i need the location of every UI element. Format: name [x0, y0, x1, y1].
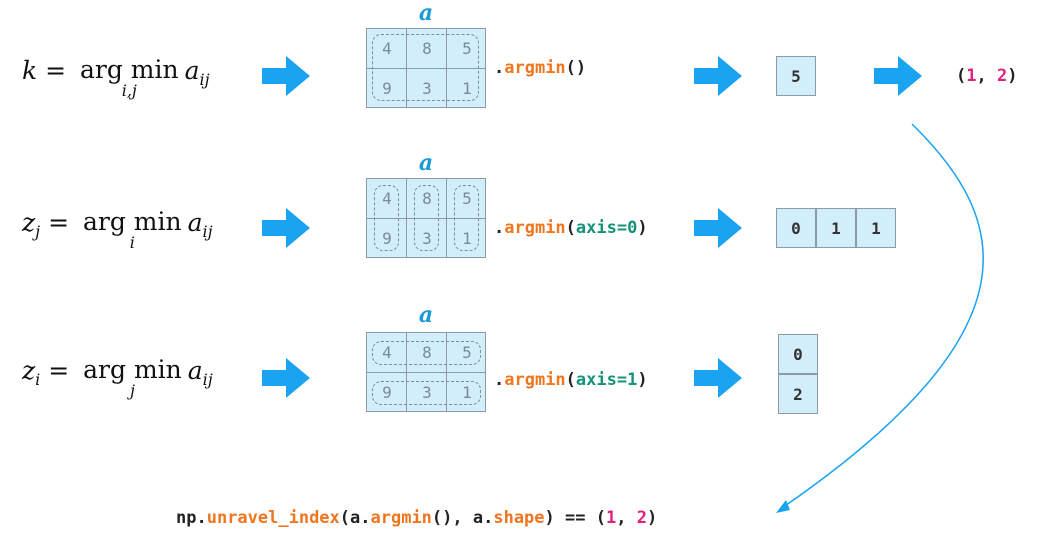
method-call-argmin-axis1: .argmin(axis=1)	[494, 370, 648, 390]
arrow-right-icon	[262, 208, 310, 248]
matrix-cell: 1	[462, 79, 472, 98]
matrix-label: a	[418, 0, 434, 26]
matrix-label: a	[418, 302, 434, 328]
argmin-word: arg min	[80, 55, 179, 84]
matrix-cell: 8	[422, 39, 432, 58]
group-column-outline	[374, 185, 399, 251]
matrix-label: a	[418, 150, 434, 176]
matrix-cell: 5	[462, 39, 472, 58]
group-row-outline	[372, 341, 481, 365]
matrix-cell: 8	[422, 189, 432, 208]
arrow-right-icon	[262, 358, 310, 398]
matrix-cell: 1	[462, 229, 472, 248]
matrix-cell: 3	[422, 79, 432, 98]
arrow-right-icon	[262, 56, 310, 96]
matrix-a: 4 8 5 9 3 1	[366, 332, 486, 412]
result-value: 0	[778, 334, 818, 374]
matrix-cell: 4	[382, 189, 392, 208]
result-value: 0	[776, 208, 816, 248]
matrix-a: 4 8 5 9 3 1	[366, 28, 486, 108]
result-value: 2	[778, 374, 818, 414]
matrix-cell: 9	[382, 79, 392, 98]
matrix-cell: 5	[462, 189, 472, 208]
arrow-right-icon	[694, 56, 742, 96]
matrix-cell: 8	[422, 343, 432, 362]
formula-rhs-sub: ij	[199, 70, 210, 89]
result-value: 1	[816, 208, 856, 248]
group-column-outline	[414, 185, 439, 251]
matrix-a: 4 8 5 9 3 1	[366, 178, 486, 258]
matrix-cell: 5	[462, 343, 472, 362]
arrow-right-icon	[874, 56, 922, 96]
result-value: 5	[776, 56, 816, 96]
matrix-cell: 3	[422, 229, 432, 248]
matrix-cell: 9	[382, 229, 392, 248]
matrix-cell: 4	[382, 39, 392, 58]
arrow-right-icon	[694, 208, 742, 248]
formula-lhs: k	[22, 56, 38, 85]
method-call-argmin-axis0: .argmin(axis=0)	[494, 218, 648, 238]
matrix-cell: 9	[382, 383, 392, 402]
group-all-outline	[372, 34, 479, 101]
unravel-index-expression: np.unravel_index(a.argmin(), a.shape) ==…	[176, 508, 658, 528]
method-call-argmin: .argmin()	[494, 58, 587, 78]
tuple-result: (1, 2)	[956, 66, 1018, 86]
matrix-cell: 3	[422, 383, 432, 402]
group-row-outline	[372, 381, 481, 405]
group-column-outline	[454, 185, 479, 251]
formula-rhs: a	[184, 56, 200, 85]
result-value: 1	[856, 208, 896, 248]
matrix-cell: 1	[462, 383, 472, 402]
arrow-right-icon	[694, 358, 742, 398]
argmin-subscript: i,j	[121, 81, 137, 100]
matrix-cell: 4	[382, 343, 392, 362]
